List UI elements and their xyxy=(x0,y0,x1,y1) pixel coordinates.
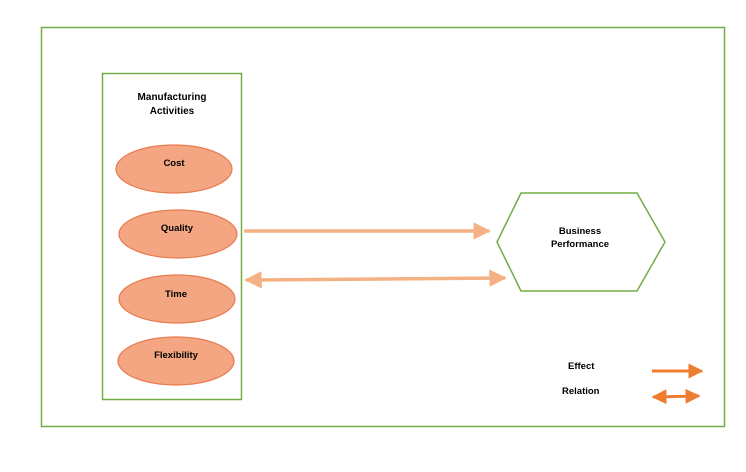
activities-box xyxy=(101,72,243,401)
time-label: Time xyxy=(165,289,187,300)
cost-ellipse xyxy=(115,144,233,194)
legend-relation-arrow xyxy=(651,388,701,405)
activities-title-line1: Manufacturing xyxy=(138,92,207,103)
legend-effect-label: Effect xyxy=(568,361,595,372)
outer-frame xyxy=(40,26,726,428)
flexibility-ellipse xyxy=(117,336,235,386)
cost-label: Cost xyxy=(163,158,185,169)
legend-relation-label: Relation xyxy=(562,386,600,397)
time-ellipse xyxy=(118,274,236,324)
relation-arrow-main xyxy=(244,269,507,289)
activities-title-line2: Activities xyxy=(150,106,195,117)
quality-label: Quality xyxy=(161,223,194,234)
quality-ellipse xyxy=(118,209,238,259)
business-performance-line2: Performance xyxy=(551,239,609,250)
flexibility-label: Flexibility xyxy=(154,350,199,361)
business-performance-line1: Business xyxy=(559,226,601,237)
business-performance-hexagon xyxy=(496,192,666,292)
